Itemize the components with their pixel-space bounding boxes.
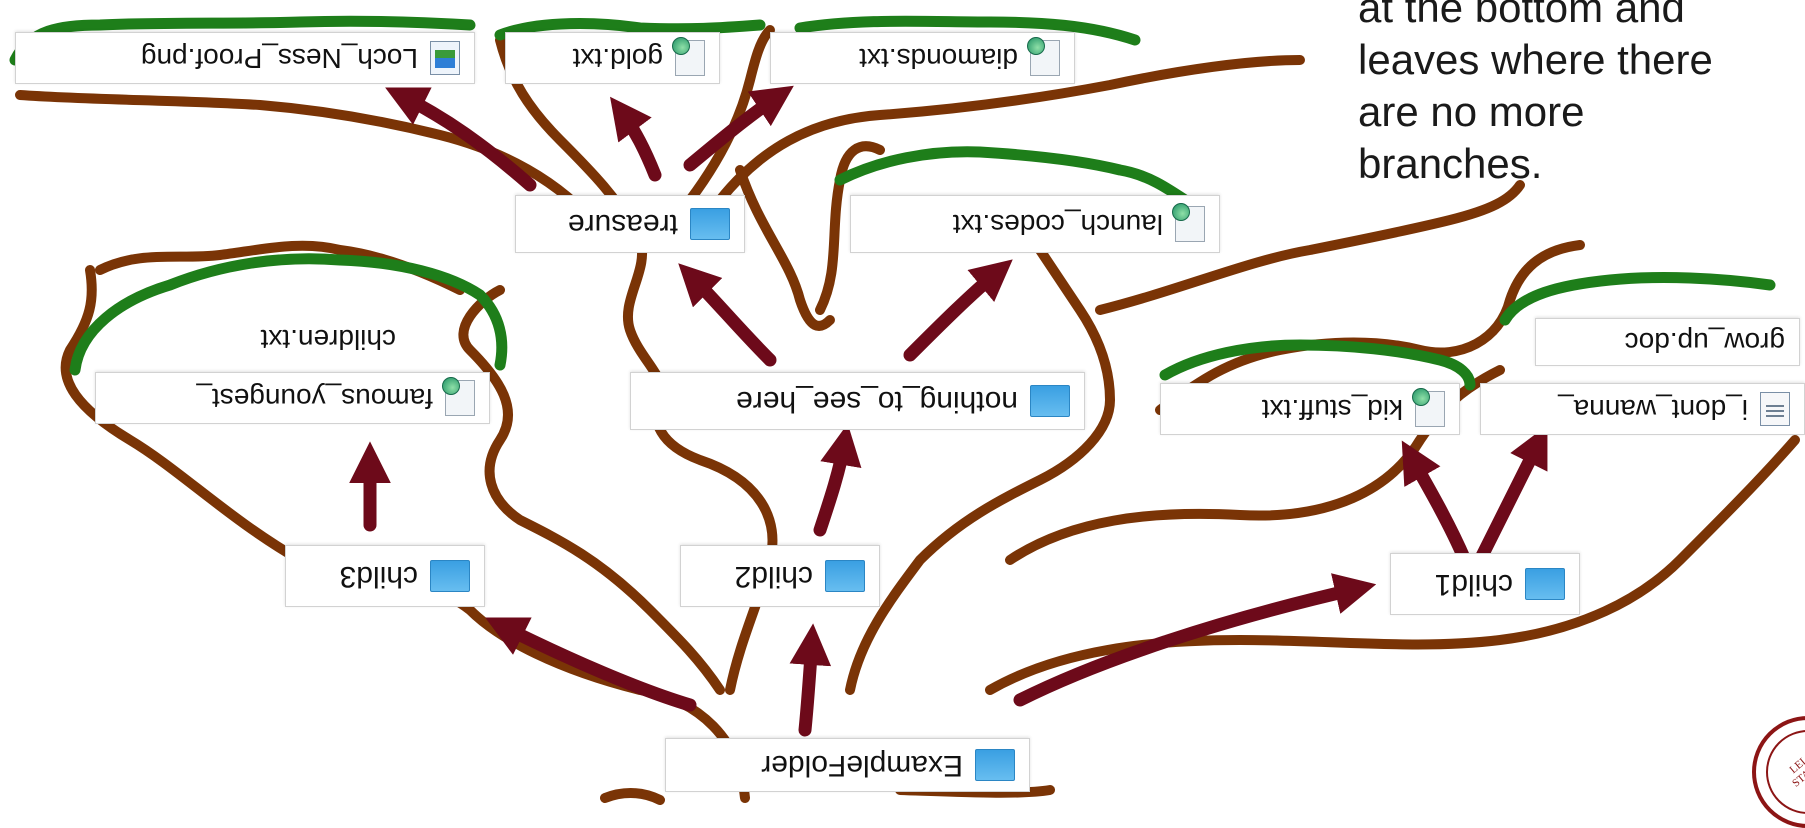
tree-node-gold[interactable]: gold.txt [505, 32, 720, 84]
caption-line: leaves where there [1358, 34, 1798, 86]
tree-node-diamonds[interactable]: diamonds.txt [770, 32, 1075, 84]
caption-line: at the bottom and [1358, 0, 1798, 34]
leaf-grow [1505, 278, 1770, 320]
arrow-nothing-to-treasure [690, 275, 770, 360]
node-label: child2 [735, 559, 813, 593]
trunk-center-left [628, 240, 773, 690]
arrow-nothing-to-launch [910, 270, 1000, 355]
tree-node-kid-stuff[interactable]: kid_stuff.txt [1160, 383, 1460, 435]
tree-node-loch-ness[interactable]: Loch_Ness_Proof.png [15, 32, 475, 84]
node-label: i_dont_wanna_ [1558, 393, 1748, 425]
folder-icon [430, 560, 470, 592]
arrow-root-to-child2 [805, 640, 812, 730]
arrow-treasure-to-loch [400, 95, 530, 185]
folder-icon [1030, 385, 1070, 417]
caption-line: branches. [1358, 138, 1798, 190]
caption-text: at the bottom and leaves where there are… [1358, 0, 1798, 190]
node-label: gold.txt [573, 42, 663, 74]
arrow-child1-to-kid [1410, 455, 1465, 560]
folder-icon [975, 749, 1015, 781]
node-label: launch_codes.txt [953, 208, 1163, 240]
text-file-icon [445, 380, 475, 416]
folder-icon [1525, 568, 1565, 600]
node-label: grow_up.doc [1625, 326, 1785, 358]
tree-node-nothing-to-see-here[interactable]: nothing_to_see_here [630, 372, 1085, 430]
tree-node-famous-youngest[interactable]: famous_youngest_ [95, 372, 490, 424]
tree-diagram: ExampleFolder child1 child2 child3 nothi… [0, 0, 1805, 810]
image-file-icon [430, 41, 460, 75]
text-file-icon [1030, 40, 1060, 76]
caption-line: are no more [1358, 86, 1798, 138]
tree-node-child2[interactable]: child2 [680, 545, 880, 607]
node-label: children.txt [261, 323, 396, 355]
node-label: Loch_Ness_Proof.png [141, 42, 418, 74]
tree-node-root[interactable]: ExampleFolder [665, 738, 1030, 792]
tree-node-child1[interactable]: child1 [1390, 553, 1580, 615]
node-label: famous_youngest_ [196, 382, 433, 414]
tree-node-i-dont-wanna[interactable]: i_dont_wanna_ [1480, 383, 1805, 435]
doc-file-icon [1760, 392, 1790, 426]
node-label: ExampleFolder [761, 748, 963, 782]
node-label: nothing_to_see_here [736, 384, 1018, 418]
text-file-icon [675, 40, 705, 76]
arrow-root-to-child3 [500, 625, 690, 705]
node-label: child1 [1435, 567, 1513, 601]
node-label: child3 [340, 559, 418, 593]
arrow-treasure-to-gold [620, 110, 655, 175]
arrow-child2-to-nothing [820, 440, 845, 530]
tree-node-i-dont-wanna-line2: grow_up.doc [1535, 318, 1800, 366]
tree-node-child3[interactable]: child3 [285, 545, 485, 607]
branch-center-tall-2 [740, 170, 830, 326]
arrow-child1-to-dont [1480, 440, 1540, 560]
tree-node-treasure[interactable]: treasure [515, 195, 745, 253]
node-label: treasure [568, 207, 678, 241]
text-file-icon [1175, 206, 1205, 242]
node-label: kid_stuff.txt [1262, 393, 1403, 425]
folder-icon [825, 560, 865, 592]
trunk-base-line [605, 793, 660, 800]
tree-node-launch-codes[interactable]: launch_codes.txt [850, 195, 1220, 253]
node-label: diamonds.txt [859, 42, 1018, 74]
folder-icon [690, 208, 730, 240]
text-file-icon [1415, 391, 1445, 427]
tree-node-famous-youngest-line2: children.txt [195, 315, 410, 363]
